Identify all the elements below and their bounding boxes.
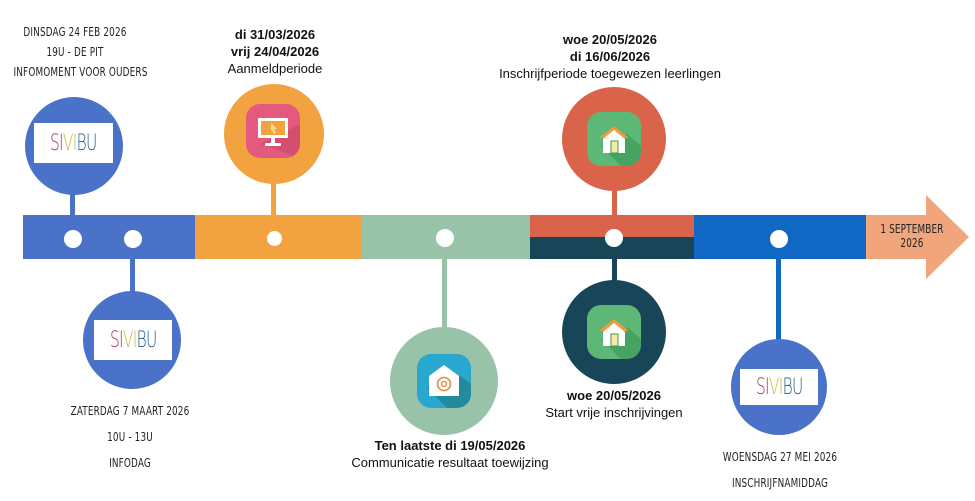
communicatie-label: Ten laatste di 19/05/2026 Communicatie r… <box>330 437 570 471</box>
sivibu-logo-letter: U <box>145 327 157 353</box>
aanmeld-date-start: di 31/03/2026 <box>234 27 316 42</box>
sivibu-logo-text: SIVIBU <box>110 328 157 353</box>
sivibu-logo-letter: I <box>59 130 64 156</box>
infomoment-title: Infomoment voor ouders <box>13 65 148 79</box>
inschrijfperiode-date-start: woe 20/05/2026 <box>563 32 657 47</box>
house-icon <box>587 305 641 359</box>
infomoment-date: Dinsdag 24 feb 2026 <box>23 25 127 39</box>
sivibu-logo-letter: S <box>755 374 766 400</box>
end-date-line1: 1 september <box>880 222 944 236</box>
infodag-time: 10u - 13u <box>107 430 153 444</box>
timeline-dot-communicatie <box>436 229 454 247</box>
end-date-line2: 2026 <box>900 236 924 250</box>
inschrijfperiode-stem <box>612 189 617 216</box>
infomoment-time: 19u - De Pit <box>46 45 104 59</box>
vrije-inschrijvingen-date: woe 20/05/2026 <box>567 388 661 403</box>
sivibu-logo-text: SIVIBU <box>756 375 803 400</box>
house-icon <box>587 112 641 166</box>
inschrijfperiode-date-end: di 16/06/2026 <box>569 49 651 64</box>
sivibu-logo-letter: U <box>86 130 97 156</box>
infomoment-stem <box>70 192 75 216</box>
communicatie-stem <box>442 258 447 330</box>
sivibu-logo-letter: I <box>764 374 769 400</box>
inschrijfnamiddag-stem <box>776 258 781 342</box>
timeline-dot-inschrijf <box>605 229 623 247</box>
communicatie-title: Communicatie resultaat toewijzing <box>351 455 549 470</box>
sivibu-logo-letter: S <box>50 130 60 156</box>
vrije-inschrijvingen-stem <box>612 258 617 283</box>
inschrijfnamiddag-label: Woensdag 27 mei 2026 Inschrijfnamiddag <box>705 444 855 496</box>
email-at-house-icon <box>417 354 471 408</box>
timeline-dot-namiddag <box>770 230 788 248</box>
sivibu-logo-letter: I <box>72 130 77 156</box>
inschrijfperiode-label: woe 20/05/2026 di 16/06/2026 Inschrijfpe… <box>480 31 740 82</box>
sivibu-logo-letter: I <box>778 374 783 400</box>
inschrijfperiode-title: Inschrijfperiode toegewezen leerlingen <box>499 66 721 81</box>
computer-cursor-icon <box>246 104 300 158</box>
infodag-stem <box>130 258 135 292</box>
timeline-dot-infodag <box>124 230 142 248</box>
vrije-inschrijvingen-label: woe 20/05/2026 Start vrije inschrijvinge… <box>514 387 714 421</box>
vrije-inschrijvingen-title: Start vrije inschrijvingen <box>545 405 683 420</box>
sivibu-logo: SIVIBU <box>34 123 113 163</box>
sivibu-logo: SIVIBU <box>94 320 172 360</box>
aanmeld-title: Aanmeldperiode <box>227 61 323 76</box>
segment-inschrijf-bottom <box>530 237 694 259</box>
sivibu-logo-letter: I <box>118 327 123 353</box>
inschrijfnamiddag-date: Woensdag 27 mei 2026 <box>722 450 838 464</box>
timeline-dot-infomoment <box>64 230 82 248</box>
sivibu-logo-letter: V <box>63 130 74 156</box>
end-arrow <box>866 195 969 279</box>
sivibu-logo-letter: U <box>791 374 803 400</box>
timeline-dot-aanmeld <box>267 231 282 246</box>
infodag-title: Infodag <box>109 456 151 470</box>
sivibu-logo-letter: B <box>76 130 87 156</box>
segment-inschrijf-top <box>530 215 694 237</box>
aanmeld-stem <box>271 182 276 216</box>
aanmeld-label: di 31/03/2026 vrij 24/04/2026 Aanmeldper… <box>195 26 355 77</box>
sivibu-logo-letter: V <box>768 374 780 400</box>
sivibu-logo-letter: I <box>132 327 137 353</box>
sivibu-logo-text: SIVIBU <box>50 131 97 156</box>
infodag-label: Zaterdag 7 maart 2026 10u - 13u Infodag <box>55 398 205 476</box>
infodag-date: Zaterdag 7 maart 2026 <box>70 404 190 418</box>
sivibu-logo: SIVIBU <box>740 369 818 405</box>
segment-info <box>23 215 195 259</box>
infomoment-label: Dinsdag 24 feb 2026 19u - De Pit Infomom… <box>0 22 150 82</box>
inschrijfnamiddag-title: Inschrijfnamiddag <box>731 476 829 490</box>
sivibu-logo-letter: S <box>109 327 120 353</box>
aanmeld-date-end: vrij 24/04/2026 <box>230 44 320 59</box>
sivibu-logo-letter: B <box>136 327 146 353</box>
sivibu-logo-letter: V <box>122 327 134 353</box>
sivibu-logo-letter: B <box>782 374 792 400</box>
end-date-label: 1 september 2026 <box>866 222 958 250</box>
communicatie-date: Ten laatste di 19/05/2026 <box>374 438 526 453</box>
